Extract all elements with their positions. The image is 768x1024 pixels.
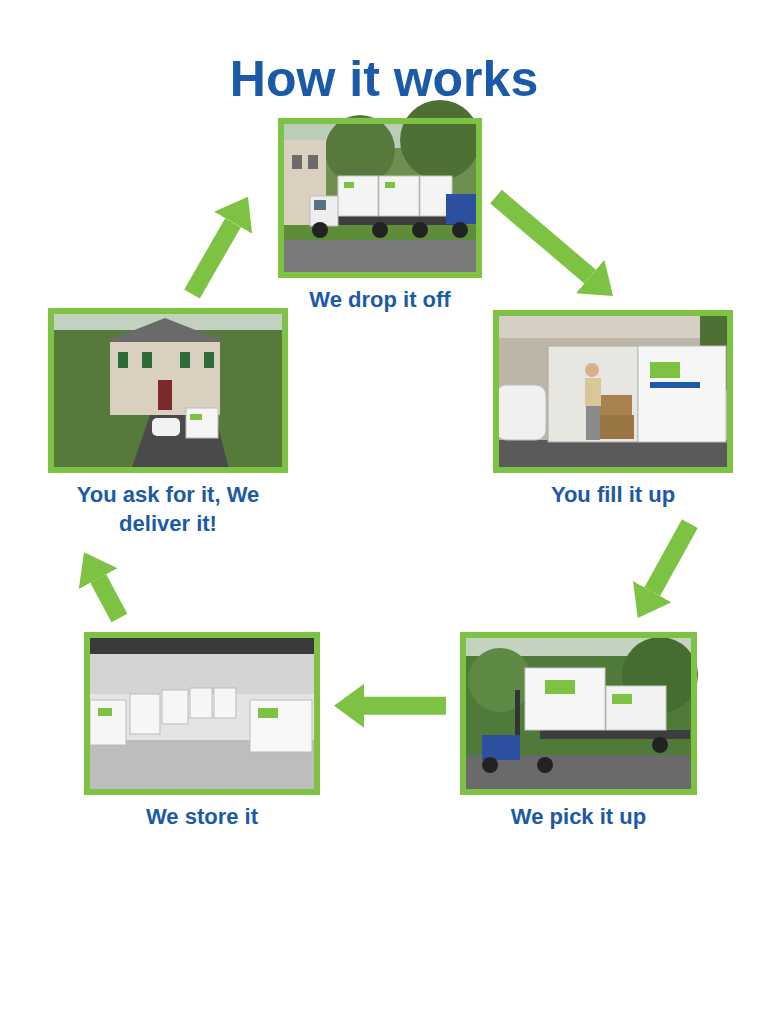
illustration-shape [130,694,160,734]
illustration-shape [310,196,338,226]
illustration-shape [308,155,318,169]
illustration-shape [468,648,532,712]
illustration-shape [412,222,428,238]
illustration-shape [338,176,378,216]
illustration-shape [460,632,697,795]
illustration-shape [600,415,634,439]
illustration-shape [142,352,152,368]
illustration-shape [598,395,632,415]
illustration-shape [190,414,202,420]
illustration-shape [446,194,476,224]
warehouse-photo [84,632,320,795]
step-caption: You ask for it, We deliver it! [66,481,271,538]
illustration-shape [545,680,575,694]
photo-frame [278,118,482,278]
illustration-shape [84,632,320,795]
illustration-shape [585,363,599,377]
illustration-shape [292,155,302,169]
illustration-shape [452,222,468,238]
house-photo [48,308,288,473]
illustration-shape [104,318,226,342]
illustration-shape [482,735,520,760]
photo-frame [84,632,320,795]
illustration-shape [606,686,666,730]
flow-arrow [98,579,119,618]
flow-arrow [364,697,446,715]
photo-step: You ask for it, We deliver it! [48,308,288,538]
illustration-shape [312,222,328,238]
illustration-shape [586,406,600,440]
illustration-shape [48,308,288,473]
truck-photo [278,100,482,278]
illustration-shape [493,310,733,473]
illustration-shape [638,346,726,442]
photo-step: You fill it up [493,310,733,510]
photo-frame [493,310,733,473]
illustration-shape [325,115,395,185]
illustration-shape [98,708,112,716]
illustration-shape [400,100,480,180]
illustration-shape [650,382,700,388]
illustration-shape [118,352,128,368]
photo-step: We pick it up [460,632,697,832]
photo-frame [460,632,697,795]
illustration-shape [90,700,126,745]
illustration-shape [652,737,668,753]
illustration-shape [190,688,212,718]
flow-arrow [192,223,233,294]
step-caption: We store it [84,803,320,832]
photo-step: We store it [84,632,320,832]
illustration-shape [204,352,214,368]
illustration-shape [180,352,190,368]
illustration-shape [540,730,690,739]
illustration-shape [152,418,180,436]
step-caption: We drop it off [278,286,482,315]
illustration-shape [214,688,236,718]
illustration-shape [482,757,498,773]
illustration-shape [496,385,546,440]
illustration-shape [537,757,553,773]
illustration-shape [585,378,601,406]
flow-arrow [652,524,690,592]
illustration-shape [162,690,188,724]
pickup-photo [460,632,698,795]
illustration-shape [612,694,632,704]
illustration-shape [385,182,395,188]
illustration-shape [186,408,218,438]
flow-arrow [496,197,590,277]
illustration-shape [650,362,680,378]
illustration-shape [372,222,388,238]
photo-step: We drop it off [278,118,482,315]
step-caption: You fill it up [493,481,733,510]
illustration-shape [344,182,354,188]
filling-photo [493,310,733,473]
illustration-shape [250,700,312,752]
illustration-shape [548,346,638,442]
diagram-title: How it works [0,52,768,107]
step-caption: We pick it up [460,803,697,832]
illustration-shape [158,380,172,410]
illustration-shape [379,176,419,216]
illustration-shape [314,200,326,210]
illustration-shape [460,755,697,795]
illustration-shape [110,340,220,415]
illustration-shape [525,668,605,730]
illustration-shape [322,216,462,225]
photo-frame [48,308,288,473]
illustration-shape [258,708,278,718]
